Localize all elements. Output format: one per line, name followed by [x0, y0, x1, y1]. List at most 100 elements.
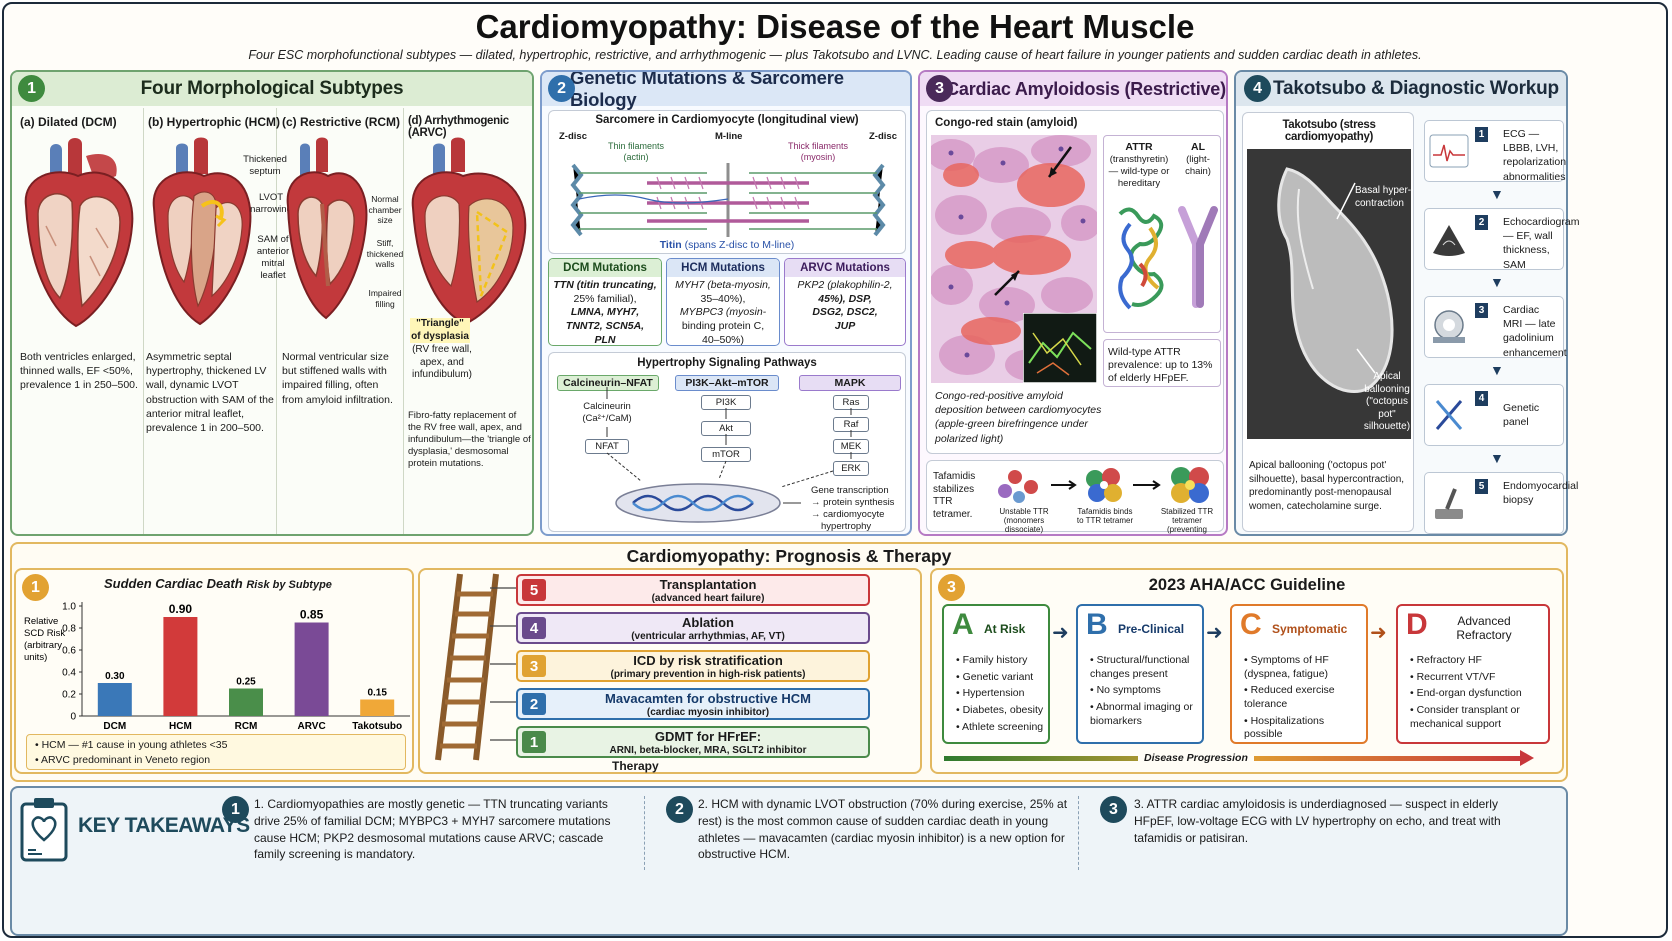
chart-title-sub: Risk by Subtype [246, 579, 332, 591]
bar-value-label: 0.30 [105, 671, 125, 682]
prognosis-title: Cardiomyopathy: Prognosis & Therapy [626, 546, 952, 566]
rung-number: 5 [522, 579, 546, 601]
arvc-mutations-list: PKP2 (plakophilin-2, 45%), DSP, DSG2, DS… [785, 277, 905, 336]
sarcomere-title: Sarcomere in Cardiomyocyte (longitudinal… [595, 114, 859, 126]
stage-item: Recurrent VT/VF [1410, 671, 1544, 685]
signaling-title: Hypertrophy Signaling Pathways [637, 357, 817, 369]
page-subtitle: Four ESC morphofunctional subtypes — dil… [248, 48, 1422, 62]
mri-scanner-icon [1433, 310, 1465, 343]
chart-title: Sudden Cardiac Death Risk by Subtype [104, 576, 332, 591]
stage-item: Hypertension [956, 687, 1044, 701]
congo-red-caption: Congo-red-positive amyloid deposition be… [935, 390, 1102, 445]
rcm-callout-stiff: Stiff, thickened walls [366, 238, 404, 270]
polarized-light-inset [1023, 313, 1097, 383]
chart-notes: • HCM — #1 cause in young athletes <35 •… [26, 734, 406, 770]
takeaway-3: 3. ATTR cardiac amyloidosis is underdiag… [1134, 797, 1501, 845]
mutation-line: DSG2, DSC2, [812, 306, 878, 319]
stage-item: Hospitalizations possible [1244, 715, 1362, 742]
hcm-description: Asymmetric septal hypertrophy, thickened… [146, 351, 274, 434]
bar-value-label: 0.25 [236, 677, 256, 688]
dcm-mutations-title: DCM Mutations [549, 259, 661, 277]
stage-name: At Risk [984, 622, 1026, 636]
tafamidis-text: Tafamidis stabilizes TTR tetramer. [933, 471, 976, 520]
therapy-rung-gdmt: 1 GDMT for HFrEF: ARNI, beta-blocker, MR… [516, 726, 870, 758]
hcm-callout-lvot: LVOT narrowing [250, 192, 292, 215]
bar-arvc [294, 622, 329, 716]
arvc-callout-location: (RV free wall, apex, and infundibulum) [411, 344, 473, 380]
outcome-line: → cardiomyocyte [811, 508, 885, 520]
erk-node: ERK [833, 461, 869, 476]
bar-rcm [229, 688, 263, 716]
congo-red-title: Congo-red stain (amyloid) [935, 117, 1078, 129]
subtype-label-rcm: (c) Restrictive (RCM) [282, 115, 401, 129]
hcm-mutations-title: HCM Mutations [667, 259, 779, 277]
key-takeaways-label: KEY TAKEAWAYS [78, 814, 250, 837]
ladder-connectors [490, 587, 516, 741]
stage-name: Advanced Refractory [1456, 614, 1512, 642]
panel-number: 3 [938, 574, 965, 601]
panel-takotsubo-title: Takotsubo & Diagnostic Workup [1273, 78, 1559, 99]
panel-number: 2 [548, 75, 575, 102]
stage-letter: A [952, 608, 974, 641]
stage-list: Refractory HF Recurrent VT/VF End-organ … [1410, 654, 1544, 734]
panel-genetics-title: Genetic Mutations & Sarcomere Biology [570, 70, 844, 110]
diagnostic-step-mri: 3 Cardiac MRI — late gadolinium enhancem… [1424, 296, 1567, 359]
dna-nucleus-icon [615, 483, 781, 523]
congo-red-box: Congo-red stain (amyloid) [926, 110, 1224, 454]
arvc-heart-illustration [411, 137, 527, 326]
outcome-line: Gene transcription [811, 485, 889, 496]
panel-subtypes-title: Four Morphological Subtypes [140, 78, 404, 99]
mutation-line: TTN (titin truncating, [553, 279, 657, 291]
mutation-line: JUP [834, 319, 856, 332]
stage-item: End-organ dysfunction [1410, 687, 1544, 701]
stage-letter: D [1406, 608, 1428, 641]
mutation-line: 45%), DSP, [818, 292, 872, 305]
stage-list: Symptoms of HF (dyspnea, fatigue) Reduce… [1244, 654, 1362, 745]
rung-title: GDMT for HFrEF: [654, 729, 762, 744]
bar-takotsubo [360, 699, 395, 716]
y-tick-label: 0 [70, 712, 76, 723]
ecg-icon [1429, 134, 1469, 168]
rcm-callout-filling: Impaired filling [368, 288, 402, 309]
mutation-line: 40–50%) [701, 333, 745, 346]
subtype-label-hcm: (b) Hypertrophic (HCM) [148, 115, 280, 129]
attr-title: ATTR [1125, 141, 1153, 153]
takotsubo-description: Apical ballooning ('octopus pot' silhoue… [1249, 460, 1405, 512]
panel-genetics-header: 2 Genetic Mutations & Sarcomere Biology [542, 72, 910, 110]
tafamidis-box: Tafamidis stabilizes TTR tetramer. Unsta… [926, 460, 1224, 534]
sarcomere-diagram [570, 163, 886, 237]
stage-b: B Pre-Clinical Structural/functional cha… [1076, 604, 1204, 744]
bar-value-label: 0.85 [300, 608, 324, 622]
stage-item: Abnormal imaging or biomarkers [1090, 701, 1198, 728]
stage-item: Athlete screening [956, 721, 1044, 735]
stage-c: C Symptomatic Symptoms of HF (dyspnea, f… [1230, 604, 1368, 744]
al-title: AL [1191, 141, 1205, 153]
diagnostic-step-number: 5 [1475, 479, 1488, 494]
dcm-heart-illustration [24, 138, 134, 328]
rung-number: 1 [522, 731, 546, 753]
diagnostic-step-number: 3 [1475, 303, 1488, 318]
therapy-rung-transplant: 5 Transplantation (advanced heart failur… [516, 574, 870, 606]
diagnostic-step-text: Cardiac MRI — late gadolinium enhancemen… [1503, 304, 1567, 359]
mutation-line: 35–40%), [700, 292, 746, 305]
signaling-box: Hypertrophy Signaling Pathways Calcineur… [548, 352, 906, 532]
x-tick-label: RCM [235, 721, 258, 732]
key-takeaways-section [10, 786, 1568, 936]
panel-amyloidosis-header: 3 Cardiac Amyloidosis (Restrictive) [920, 72, 1226, 106]
ultrasound-icon [1433, 225, 1465, 256]
dcm-mutations-box: DCM Mutations TTN (titin truncating, 25%… [548, 258, 662, 346]
stage-item: Reduced exercise tolerance [1244, 684, 1362, 711]
stage-letter: B [1086, 608, 1108, 641]
diagnostic-step-text: Echocardiogram — EF, wall thickness, SAM [1503, 216, 1580, 271]
stage-letter: C [1240, 608, 1262, 641]
x-tick-label: HCM [169, 721, 192, 732]
divider [143, 108, 144, 534]
panel-takotsubo-header: 4 Takotsubo & Diagnostic Workup [1236, 72, 1566, 106]
x-tick-label: DCM [103, 721, 126, 732]
y-tick-label: 0.6 [62, 646, 76, 657]
ttr-step-3: Stabilized TTR tetramer (preventing diss… [1160, 507, 1214, 535]
rung-number: 2 [522, 693, 546, 715]
ras-node: Ras [833, 395, 869, 410]
hcm-heart-illustration [152, 137, 252, 326]
